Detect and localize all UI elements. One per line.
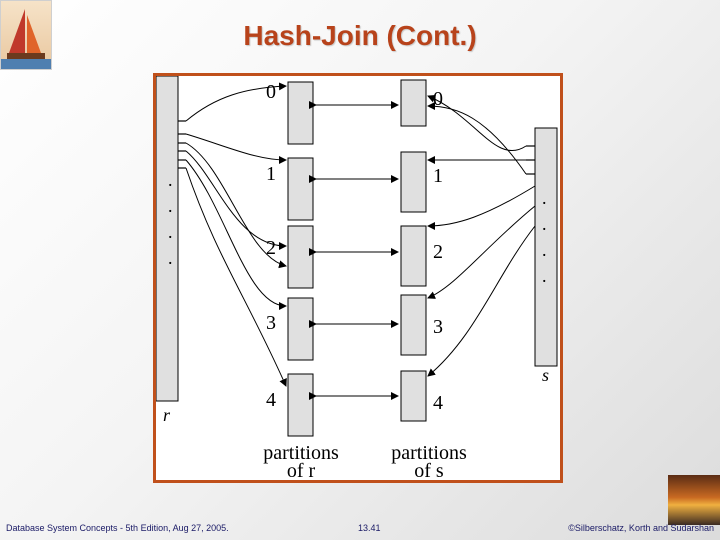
s-partition-label-3: 3 (433, 316, 443, 338)
sailboat-logo (0, 0, 52, 70)
r-partition-label-0: 0 (266, 81, 276, 103)
s-ellipsis-dot: . (542, 214, 547, 234)
r-ellipsis-dot: . (168, 248, 173, 268)
r-partition-box-2 (287, 225, 314, 289)
relation-s-label: s (542, 365, 549, 385)
relation-r-label: r (163, 405, 171, 425)
s-partition-box-3 (400, 294, 427, 356)
s-partition-label-4: 4 (433, 392, 443, 414)
r-ellipsis-dot: . (168, 170, 173, 190)
caption-s-line1: partitions (391, 442, 467, 464)
s-ellipsis-dot: . (542, 266, 547, 286)
r-partition-box-0 (287, 81, 314, 145)
caption-s-line2: of s (414, 460, 444, 480)
caption-r-line2: of r (287, 460, 316, 480)
r-partition-label-4: 4 (266, 389, 276, 411)
r-ellipsis-dot: . (168, 196, 173, 216)
s-ellipsis-dot: . (542, 240, 547, 260)
r-partition-box-3 (287, 297, 314, 361)
r-partition-label-2: 2 (266, 237, 276, 259)
r-partition-box-1 (287, 157, 314, 221)
s-partition-label-1: 1 (433, 165, 443, 187)
s-partition-box-4 (400, 370, 427, 422)
slide-title: Hash-Join (Cont.) (243, 20, 477, 51)
footer-copyright: ©Silberschatz, Korth and Sudarshan (568, 523, 714, 533)
s-partition-box-2 (400, 225, 427, 287)
r-partition-label-1: 1 (266, 163, 276, 185)
caption-r-line1: partitions (263, 442, 339, 464)
s-ellipsis-dot: . (542, 188, 547, 208)
s-partition-box-1 (400, 151, 427, 213)
r-partition-label-3: 3 (266, 312, 276, 334)
footer-slide-number: 13.41 (358, 523, 381, 533)
s-partition-label-2: 2 (433, 241, 443, 263)
relation-r-bar (156, 76, 179, 402)
relation-s-bar (534, 127, 558, 367)
r-partition-box-4 (287, 373, 314, 437)
footer-edition: Database System Concepts - 5th Edition, … (6, 523, 229, 533)
sunset-logo (668, 475, 720, 525)
hash-join-figure: 0 1 2 3 4 0 1 2 3 4 . . . . . . . . r s … (153, 73, 563, 483)
s-partition-box-0 (400, 79, 427, 127)
r-ellipsis-dot: . (168, 222, 173, 242)
s-partition-label-0: 0 (433, 88, 443, 110)
